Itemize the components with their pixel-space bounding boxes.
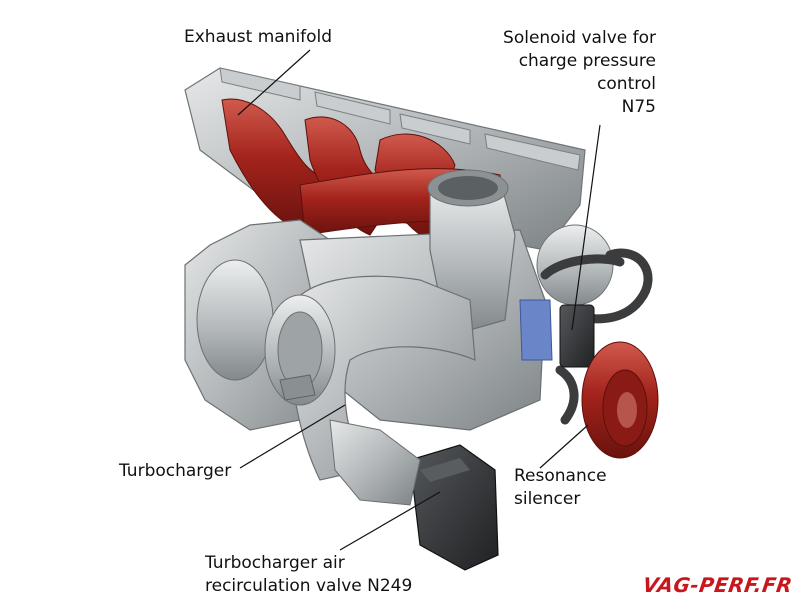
- label-recirculation-valve: Turbocharger air recirculation valve N24…: [205, 552, 412, 598]
- leader-resonance-silencer: [539, 424, 589, 469]
- label-turbocharger: Turbocharger: [119, 460, 231, 483]
- label-turbocharger-text: Turbocharger: [119, 461, 232, 481]
- exhaust-runners: [221, 98, 511, 241]
- recirculation-valve-n249: [409, 444, 499, 571]
- vacuum-hoses: [540, 248, 653, 425]
- label-resonance-silencer: Resonance silencer: [514, 465, 607, 511]
- label-resonance-line-2: silencer: [514, 489, 581, 509]
- label-solenoid-line-2: charge pressure: [518, 51, 656, 71]
- solenoid-valve-n75: [559, 304, 595, 368]
- label-recirc-line-1: Turbocharger air: [205, 553, 345, 573]
- watermark-logo: VAG-PERF.FR: [640, 573, 794, 597]
- label-solenoid-line-4: N75: [621, 97, 656, 117]
- resonance-silencer: [581, 341, 659, 459]
- label-recirc-line-2: recirculation valve N249: [205, 576, 413, 596]
- label-solenoid-line-3: control: [597, 74, 656, 94]
- label-exhaust-manifold: Exhaust manifold: [184, 26, 332, 49]
- leader-solenoid-valve: [571, 124, 601, 331]
- label-solenoid-valve: Solenoid valve for charge pressure contr…: [470, 27, 656, 119]
- label-solenoid-line-1: Solenoid valve for: [503, 28, 656, 48]
- leader-exhaust-manifold: [237, 49, 311, 116]
- label-resonance-line-1: Resonance: [514, 466, 607, 486]
- leader-recirculation-valve: [339, 491, 441, 551]
- label-exhaust-manifold-text: Exhaust manifold: [184, 27, 333, 47]
- lower-housing: [329, 419, 421, 506]
- leader-lines: [237, 49, 601, 551]
- leader-turbocharger: [239, 404, 346, 469]
